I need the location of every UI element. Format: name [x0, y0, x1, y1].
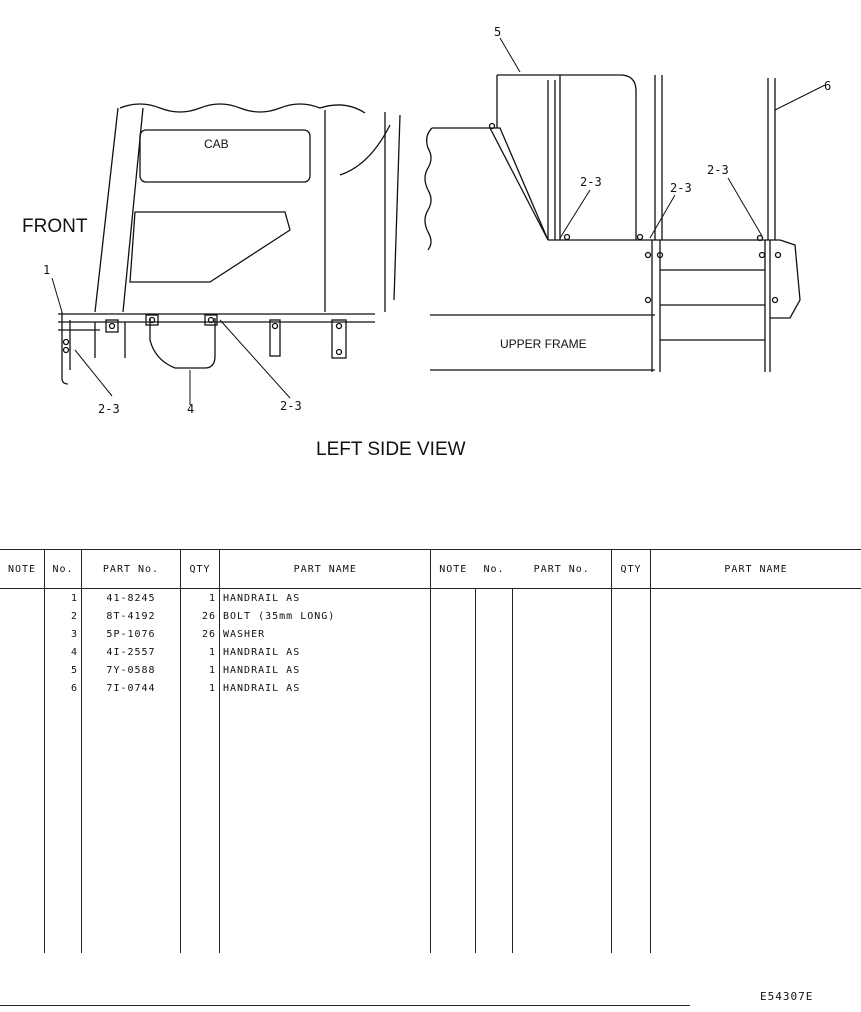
header-part-no: PART No.	[81, 549, 181, 589]
cab-label: CAB	[204, 137, 229, 151]
callout-5: 5	[494, 25, 501, 39]
header-part-name: PART NAME	[650, 549, 861, 589]
row-part-name: HANDRAIL AS	[219, 588, 431, 607]
drawing-code: E54307E	[760, 990, 814, 1003]
header-part-name: PART NAME	[219, 549, 431, 589]
row-no: 5	[44, 661, 82, 679]
table-header-row: NOTE No. PART No. QTY PART NAME	[0, 549, 431, 589]
row-no: 4	[44, 643, 82, 661]
row-qty: 1	[180, 661, 220, 679]
view-title: LEFT SIDE VIEW	[316, 439, 466, 460]
table-row: 1 41-8245 1 HANDRAIL AS	[0, 588, 431, 607]
header-note: NOTE	[430, 549, 476, 589]
row-part-no: 4I-2557	[81, 643, 181, 661]
row-no: 3	[44, 625, 82, 643]
callout-1: 1	[43, 263, 50, 277]
row-part-name: HANDRAIL AS	[219, 643, 431, 661]
row-part-name: HANDRAIL AS	[219, 661, 431, 679]
callout-2-3-a: 2-3	[98, 402, 120, 416]
row-qty: 1	[180, 679, 220, 697]
row-qty: 26	[180, 625, 220, 643]
upper-frame-outline	[424, 127, 801, 372]
callout-4: 4	[187, 402, 194, 416]
row-no: 6	[44, 679, 82, 697]
header-qty: QTY	[180, 549, 220, 589]
table-row: 4 4I-2557 1 HANDRAIL AS	[0, 643, 431, 661]
header-part-no: PART No.	[512, 549, 612, 589]
row-part-name: BOLT (35mm LONG)	[219, 607, 431, 625]
row-no: 2	[44, 607, 82, 625]
row-part-no: 5P-1076	[81, 625, 181, 643]
header-qty: QTY	[611, 549, 651, 589]
row-part-no: 7I-0744	[81, 679, 181, 697]
parts-table-left: NOTE No. PART No. QTY PART NAME 1 41-824…	[0, 549, 431, 953]
callout-2-3-d: 2-3	[670, 181, 692, 195]
callout-2-3-b: 2-3	[280, 399, 302, 413]
row-part-name: WASHER	[219, 625, 431, 643]
handrail-5	[489, 74, 637, 241]
handrail-6	[654, 75, 776, 240]
table-row: 5 7Y-0588 1 HANDRAIL AS	[0, 661, 431, 679]
parts-table-right: NOTE No. PART No. QTY PART NAME	[430, 549, 861, 953]
table-filler-row	[0, 697, 431, 953]
handrail-diagram: FRONT CAB UPPER FRAME LEFT SIDE VIEW 1 4…	[22, 25, 831, 460]
header-no: No.	[475, 549, 513, 589]
callout-6: 6	[824, 79, 831, 93]
table-row: 2 8T-4192 26 BOLT (35mm LONG)	[0, 607, 431, 625]
cab-outline	[94, 103, 401, 313]
table-filler-row	[430, 588, 861, 953]
front-label: FRONT	[22, 216, 88, 237]
bottom-rule	[0, 1005, 690, 1006]
row-qty: 1	[180, 643, 220, 661]
row-qty: 1	[180, 588, 220, 607]
deck-and-handrail-4	[58, 312, 375, 385]
bolt-markers	[488, 122, 782, 304]
table-header-row: NOTE No. PART No. QTY PART NAME	[430, 549, 861, 589]
row-part-name: HANDRAIL AS	[219, 679, 431, 697]
header-note: NOTE	[0, 549, 45, 589]
upper-frame-label: UPPER FRAME	[500, 337, 587, 351]
row-qty: 26	[180, 607, 220, 625]
row-part-no: 41-8245	[81, 588, 181, 607]
row-part-no: 7Y-0588	[81, 661, 181, 679]
header-no: No.	[44, 549, 82, 589]
callout-2-3-e: 2-3	[707, 163, 729, 177]
row-no: 1	[44, 588, 82, 607]
table-row: 6 7I-0744 1 HANDRAIL AS	[0, 679, 431, 697]
callout-2-3-c: 2-3	[580, 175, 602, 189]
leader-lines	[51, 37, 826, 405]
table-row: 3 5P-1076 26 WASHER	[0, 625, 431, 643]
row-part-no: 8T-4192	[81, 607, 181, 625]
